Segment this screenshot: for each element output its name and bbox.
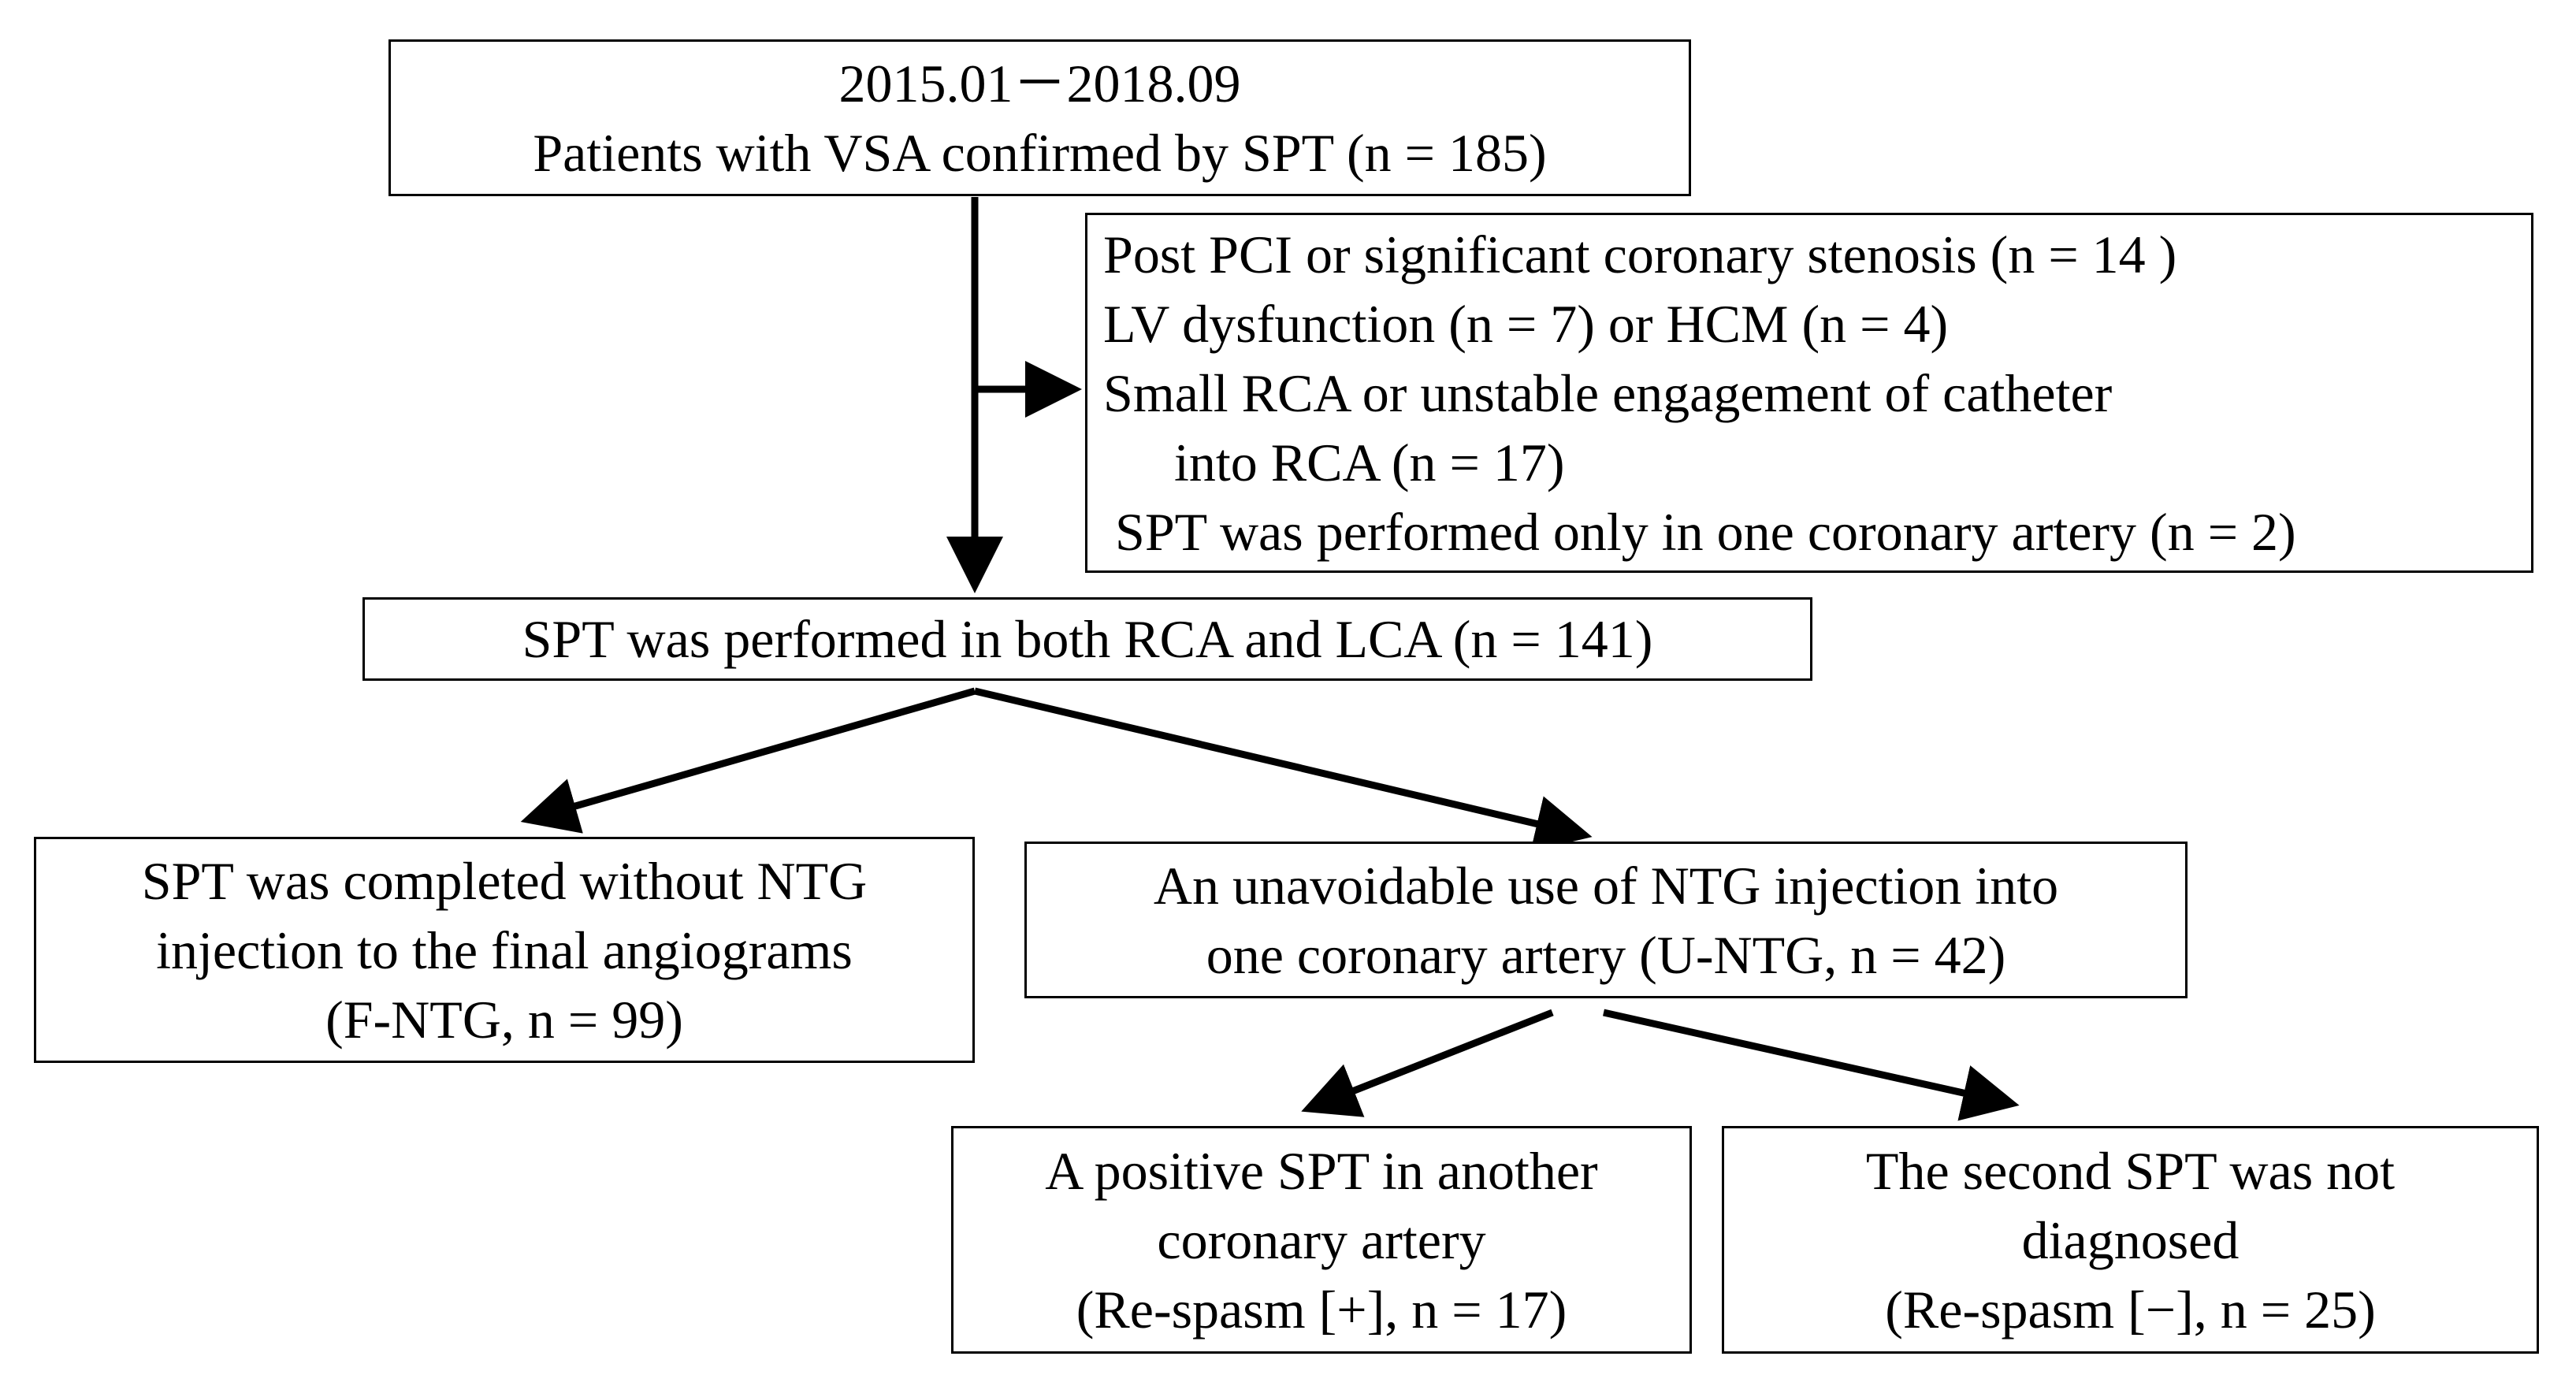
exclusion-pci: Post PCI or significant coronary stenosi… — [1103, 224, 2177, 284]
start-date-range: 2015.01－2018.09 — [838, 53, 1241, 113]
respasm-negative-line-2: diagnosed — [2021, 1209, 2240, 1270]
fntg-line-3: (F-NTG, n = 99) — [325, 989, 683, 1050]
exclusion-small-rca-cont: into RCA (n = 17) — [1174, 432, 1565, 492]
exclusions-box: Post PCI or significant coronary stenosi… — [1085, 213, 2533, 573]
respasm-positive-line-2: coronary artery — [1157, 1209, 1486, 1270]
both-arteries-box: SPT was performed in both RCA and LCA (n… — [362, 597, 1812, 681]
fntg-line-2: injection to the final angiograms — [156, 920, 853, 980]
respasm-positive-box: A positive SPT in another coronary arter… — [951, 1126, 1692, 1354]
respasm-positive-line-1: A positive SPT in another — [1045, 1140, 1598, 1201]
arrow-untg-to-respasm-neg — [1603, 1009, 2020, 1121]
arrow-both-to-untg — [973, 687, 1593, 852]
both-arteries-text: SPT was performed in both RCA and LCA (n… — [522, 609, 1653, 669]
respasm-negative-line-3: (Re-spasm [−], n = 25) — [1885, 1279, 2376, 1340]
untg-line-2: one coronary artery (U-NTG, n = 42) — [1206, 924, 2006, 985]
arrow-both-to-fntg — [520, 687, 976, 834]
start-patients: Patients with VSA confirmed by SPT (n = … — [533, 122, 1547, 183]
untg-line-1: An unavoidable use of NTG injection into — [1153, 855, 2059, 916]
respasm-negative-line-1: The second SPT was not — [1865, 1140, 2396, 1201]
respasm-negative-box: The second SPT was not diagnosed (Re-spa… — [1722, 1126, 2539, 1354]
fntg-box: SPT was completed without NTG injection … — [34, 837, 975, 1063]
exclusion-one-artery: SPT was performed only in one coronary a… — [1115, 501, 2296, 562]
exclusion-small-rca: Small RCA or unstable engagement of cath… — [1103, 362, 2113, 423]
fntg-line-1: SPT was completed without NTG — [141, 850, 868, 911]
untg-box: An unavoidable use of NTG injection into… — [1024, 842, 2188, 998]
respasm-positive-line-3: (Re-spasm [+], n = 17) — [1076, 1279, 1567, 1340]
exclusion-lv-hcm: LV dysfunction (n = 7) or HCM (n = 4) — [1103, 293, 1949, 354]
start-box: 2015.01－2018.09 Patients with VSA confir… — [388, 39, 1691, 196]
arrow-untg-to-respasm-pos — [1301, 1009, 1554, 1117]
